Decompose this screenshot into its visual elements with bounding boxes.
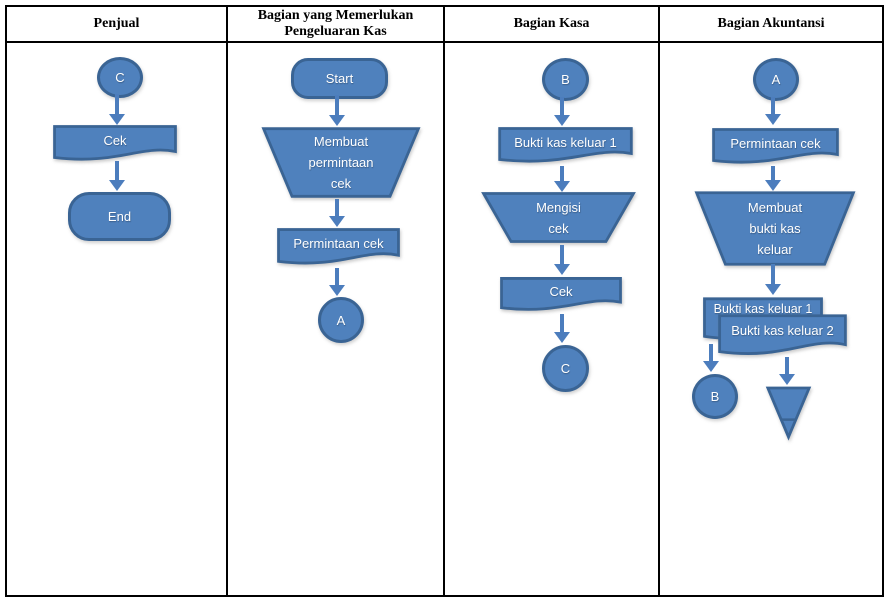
flow-arrow xyxy=(328,199,346,227)
arrow-head xyxy=(553,332,570,343)
document-permintaan-cek-memerlukan: Permintaan cek xyxy=(277,228,400,267)
arrow-shaft xyxy=(335,268,339,287)
lane-body-bagian-kasa xyxy=(443,43,658,595)
document-label: Permintaan cek xyxy=(730,135,821,151)
connector-a-akuntansi: A xyxy=(753,58,799,101)
arrow-head xyxy=(328,115,345,126)
document-bukti-kas-keluar-1-kasa: Bukti kas keluar 1 xyxy=(498,127,633,165)
arrow-shaft xyxy=(335,199,339,218)
flow-arrow xyxy=(764,264,782,295)
arrow-head xyxy=(764,114,781,125)
arrow-head xyxy=(764,180,781,191)
flow-arrow xyxy=(328,268,346,296)
connector-c-kasa: C xyxy=(542,345,589,392)
lane-header-penjual: Penjual xyxy=(7,7,226,43)
flow-arrow xyxy=(553,314,571,343)
document-permintaan-cek-akuntansi: Permintaan cek xyxy=(712,128,839,166)
arrow-shaft xyxy=(560,314,564,334)
document-shape xyxy=(718,314,847,358)
arrow-shaft xyxy=(771,166,775,182)
arrow-shaft xyxy=(785,357,789,376)
document-cek-penjual: Cek xyxy=(53,125,177,163)
document-label: Bukti kas keluar 1 xyxy=(713,301,813,316)
manual-op-membuat-bukti-kas-keluar: Membuat bukti kas keluar xyxy=(695,192,855,265)
archive-file-triangle xyxy=(767,387,810,438)
document-shape xyxy=(712,128,839,166)
document-label: Cek xyxy=(103,132,127,148)
flow-arrow xyxy=(702,344,720,372)
flow-arrow xyxy=(764,97,782,125)
connector-c-penjual: C xyxy=(97,57,143,98)
document-label: Permintaan cek xyxy=(293,236,384,251)
manual-operation-label: Mengisi cek xyxy=(536,199,581,236)
arrow-head xyxy=(108,180,125,191)
arrow-shaft xyxy=(560,97,564,117)
arrow-head xyxy=(778,374,795,385)
arrow-head xyxy=(328,216,345,227)
document-label: Cek xyxy=(549,284,573,299)
arrow-shaft xyxy=(560,245,564,266)
document-label: Bukti kas keluar 1 xyxy=(514,134,617,150)
lane-header-bagian-kasa: Bagian Kasa xyxy=(443,7,658,43)
document-shape xyxy=(53,125,177,163)
flow-arrow xyxy=(108,94,126,125)
arrow-shaft xyxy=(115,161,119,182)
flow-arrow xyxy=(553,245,571,275)
terminator-label: End xyxy=(107,209,132,224)
connector-label: C xyxy=(560,361,571,376)
manual-operation-label: Membuat bukti kas keluar xyxy=(747,200,803,257)
manual-op-membuat-permintaan-cek: Membuat permintaan cek xyxy=(262,128,420,197)
connector-b-kasa: B xyxy=(542,58,589,101)
connector-label: C xyxy=(115,70,125,85)
inverted-triangle-shape xyxy=(767,387,810,438)
document-shape xyxy=(500,277,622,313)
connector-label: A xyxy=(336,312,346,328)
flow-arrow xyxy=(553,166,571,192)
flow-arrow xyxy=(764,166,782,191)
arrow-head xyxy=(553,115,570,126)
document-label: Bukti kas keluar 2 xyxy=(731,323,834,338)
document-shape xyxy=(277,228,400,267)
arrow-head xyxy=(108,114,125,125)
document-bukti-kas-keluar-2-akuntansi: Bukti kas keluar 2 xyxy=(718,314,847,358)
arrow-shaft xyxy=(115,94,119,116)
arrow-head xyxy=(553,264,570,275)
manual-op-mengisi-cek: Mengisi cek xyxy=(482,193,635,242)
manual-operation-label: Membuat permintaan cek xyxy=(308,134,374,191)
terminator-end: End xyxy=(68,192,171,241)
arrow-shaft xyxy=(771,97,775,116)
arrow-shaft xyxy=(335,95,339,117)
connector-a-memerlukan: A xyxy=(318,297,364,343)
flow-arrow xyxy=(778,357,796,385)
manual-operation-shape xyxy=(695,192,855,265)
arrow-head xyxy=(764,284,781,295)
connector-b-akuntansi: B xyxy=(692,374,738,419)
connector-label: B xyxy=(710,389,720,404)
flow-arrow xyxy=(108,161,126,191)
arrow-shaft xyxy=(560,166,564,183)
flow-arrow xyxy=(553,97,571,126)
lane-header-bagian-akuntansi: Bagian Akuntansi xyxy=(658,7,882,43)
lane-header-memerlukan-pengeluaran-kas: Bagian yang Memerlukan Pengeluaran Kas xyxy=(226,7,443,43)
flow-arrow xyxy=(328,95,346,126)
connector-label: A xyxy=(771,72,781,87)
terminator-label: Start xyxy=(325,71,354,86)
arrow-head xyxy=(702,361,719,372)
arrow-head xyxy=(553,181,570,192)
document-shape xyxy=(498,127,633,165)
arrow-shaft xyxy=(771,264,775,286)
arrow-head xyxy=(328,285,345,296)
manual-operation-shape xyxy=(482,193,635,242)
arrow-shaft xyxy=(709,344,713,363)
terminator-start: Start xyxy=(291,58,388,99)
document-cek-kasa: Cek xyxy=(500,277,622,313)
connector-label: B xyxy=(561,72,570,87)
manual-operation-shape xyxy=(262,128,420,197)
